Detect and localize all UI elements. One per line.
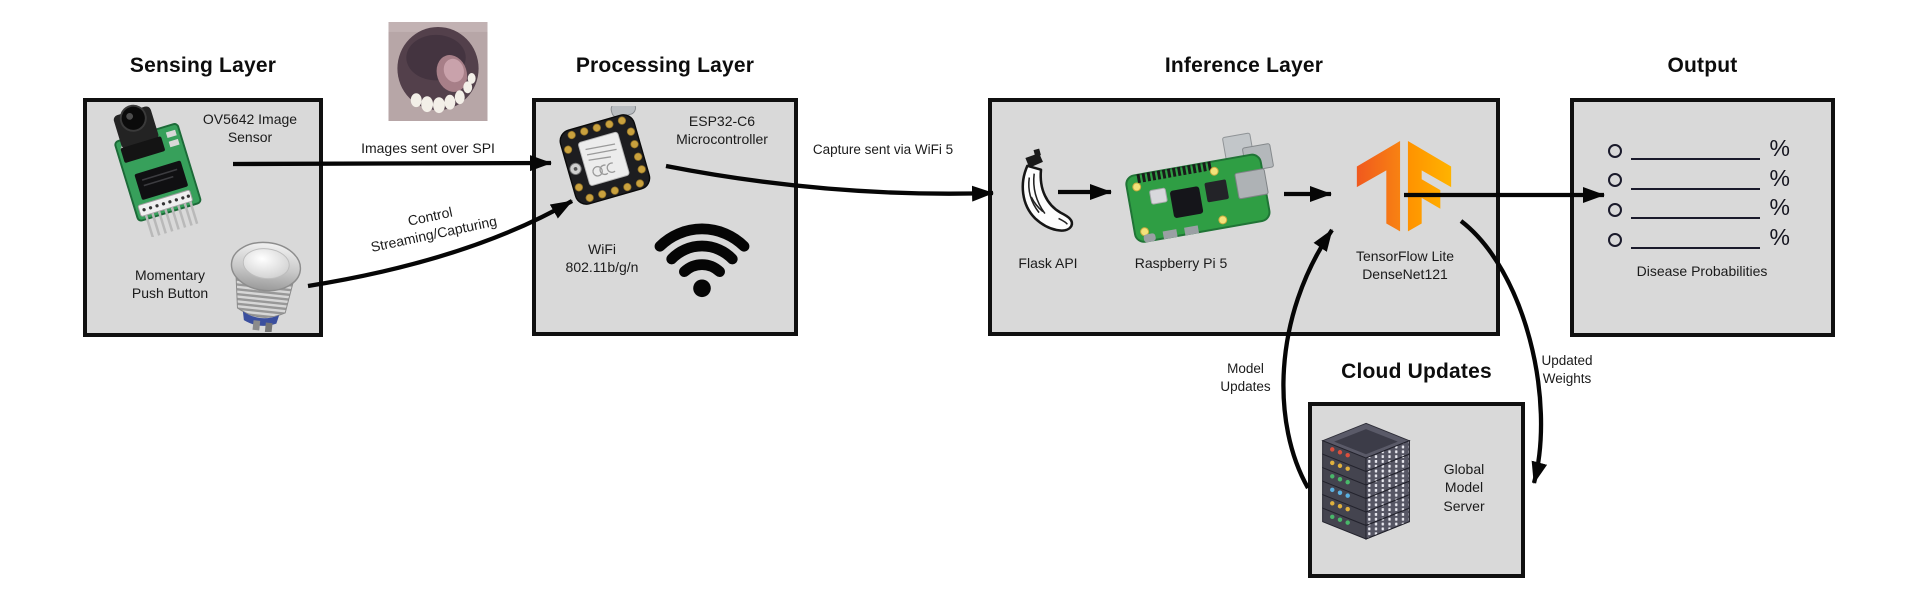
radio-circle-icon: [1608, 173, 1622, 188]
push-button-image: [216, 236, 318, 332]
probability-row: %: [1608, 135, 1790, 166]
radio-circle-icon: [1608, 232, 1622, 247]
percent-sign: %: [1769, 135, 1790, 162]
inference-layer-title: Inference Layer: [1164, 54, 1324, 77]
edge-label-model-updates: Model Updates: [1220, 361, 1271, 394]
button-label: Momentary Push Button: [131, 267, 209, 302]
percent-sign: %: [1769, 194, 1790, 221]
percent-sign: %: [1769, 164, 1790, 191]
probability-rows: % % % %: [1608, 135, 1790, 255]
blank-line: [1631, 171, 1760, 190]
wifi-icon: [650, 214, 754, 300]
percent-sign: %: [1769, 224, 1790, 251]
mouth-photo: [388, 22, 488, 121]
sensing-layer-title: Sensing Layer: [129, 54, 277, 77]
probability-row: %: [1608, 194, 1790, 225]
cloud-updates-title: Cloud Updates: [1341, 360, 1492, 383]
probability-row: %: [1608, 224, 1790, 255]
radio-circle-icon: [1608, 143, 1622, 158]
camera-label: OV5642 Image Sensor: [202, 111, 298, 146]
probability-row: %: [1608, 164, 1790, 196]
output-title: Output: [1667, 54, 1738, 77]
camera-module-image: [98, 102, 216, 237]
flask-label: Flask API: [1018, 255, 1078, 271]
edge-label-images-spi: Images sent over SPI: [361, 140, 495, 156]
server-label: Global Model Server: [1443, 461, 1485, 514]
edge-label-capture-wifi: Capture sent via WiFi 5: [812, 142, 954, 157]
pi-label: Raspberry Pi 5: [1134, 255, 1228, 271]
blank-line: [1631, 230, 1760, 250]
processing-layer-title: Processing Layer: [575, 54, 755, 77]
raspberry-pi-image: [1115, 128, 1283, 258]
esp32-board-image: [546, 106, 668, 218]
radio-circle-icon: [1608, 202, 1622, 217]
output-caption: Disease Probabilities: [1636, 263, 1768, 279]
edge-label-updated-weights: Updated Weights: [1541, 353, 1593, 386]
mcu-label: ESP32-C6 Microcontroller: [676, 113, 768, 148]
tf-label: TensorFlow Lite DenseNet121: [1355, 248, 1455, 283]
edge-label-control: Control Streaming/Capturing: [369, 203, 499, 256]
server-rack-icon: [1313, 410, 1419, 562]
blank-line: [1631, 200, 1760, 220]
flask-logo: [1002, 148, 1080, 246]
blank-line: [1631, 141, 1760, 161]
tensorflow-logo: [1354, 139, 1454, 249]
wifi-label: WiFi 802.11b/g/n: [565, 241, 639, 276]
